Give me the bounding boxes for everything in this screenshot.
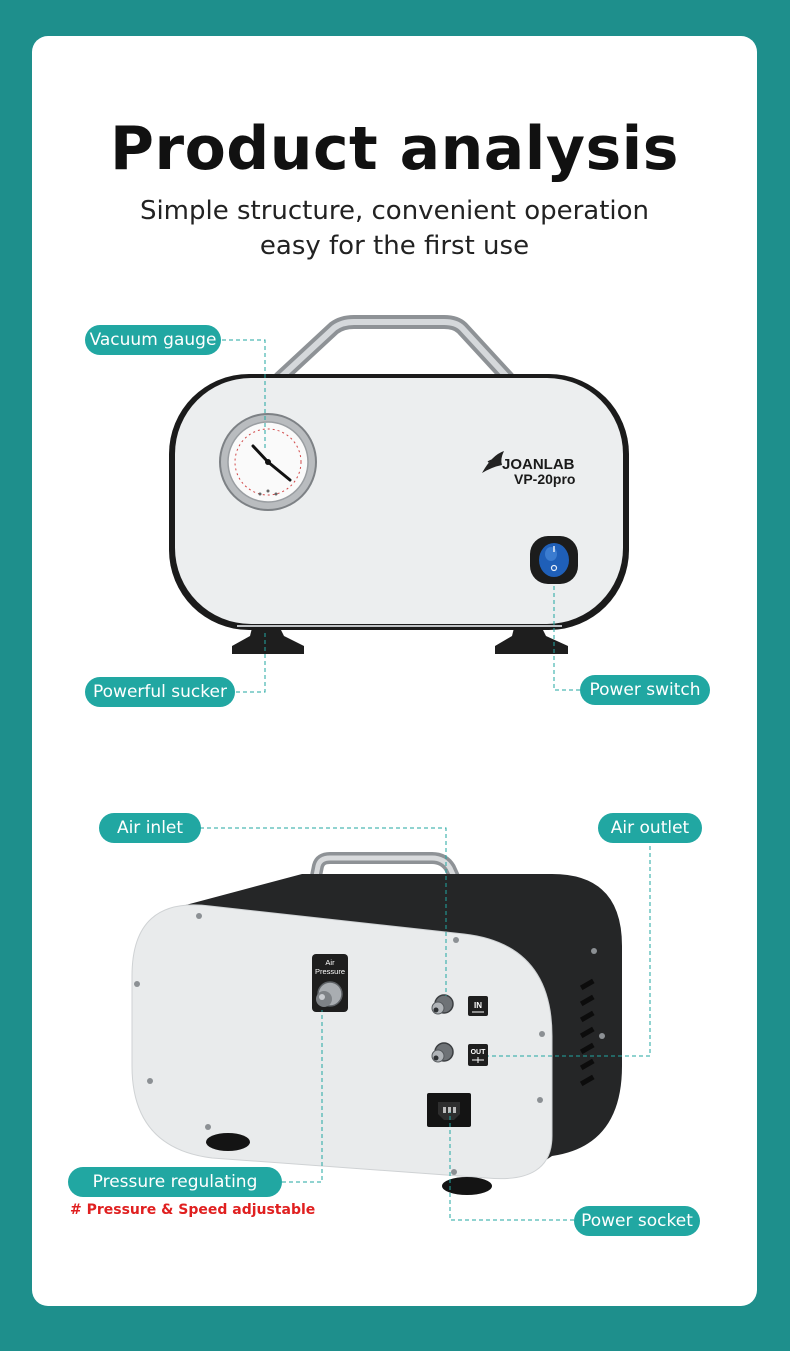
front-pump-image: JOANLAB VP-20pro xyxy=(169,315,629,654)
subtitle-line-2: easy for the first use xyxy=(259,231,530,261)
power-switch-button[interactable] xyxy=(530,536,578,584)
label-pressure-regulating-valve: Pressure regulating valve xyxy=(68,1167,282,1222)
air-pressure-label-line1: Air xyxy=(325,958,335,967)
label-power-socket: Power socket xyxy=(574,1206,700,1236)
out-port-label: OUT xyxy=(471,1049,487,1056)
label-powerful-sucker: Powerful sucker xyxy=(85,677,235,707)
label-air-outlet: Air outlet xyxy=(598,813,702,843)
power-socket-plug[interactable] xyxy=(427,1093,471,1127)
front-leader-lines xyxy=(222,339,580,693)
product-illustration: JOANLAB VP-20pro xyxy=(131,315,651,1221)
back-foot-right xyxy=(442,1177,492,1195)
front-foot-right xyxy=(495,628,568,654)
brand-name: JOANLAB xyxy=(502,456,575,473)
label-power-switch: Power switch xyxy=(580,675,710,705)
in-port-label: IN xyxy=(474,1001,482,1010)
label-vacuum-gauge: Vacuum gauge xyxy=(85,325,221,355)
back-panel xyxy=(131,904,553,1180)
back-leader-lines xyxy=(200,827,651,1221)
page-title: Product analysis xyxy=(110,114,679,184)
back-foot-left xyxy=(206,1133,250,1151)
front-foot-left xyxy=(232,628,304,654)
vacuum-gauge-dial xyxy=(219,413,317,511)
air-inlet-fitting[interactable] xyxy=(431,994,454,1015)
label-air-inlet: Air inlet xyxy=(99,813,201,843)
air-outlet-fitting[interactable] xyxy=(431,1042,454,1063)
adjustable-note: # Pressure & Speed adjustable xyxy=(70,1202,316,1218)
air-pressure-label-line2: Pressure xyxy=(315,967,345,976)
brand-logo xyxy=(482,451,504,473)
model-name: VP-20pro xyxy=(514,471,575,487)
vent-slots xyxy=(579,978,595,1087)
back-pump-image: Air Pressure IN OUT xyxy=(131,852,622,1195)
fish-logo-icon xyxy=(482,451,504,473)
pressure-valve-knob[interactable] xyxy=(316,981,343,1007)
product-card: Product analysis Simple structure, conve… xyxy=(32,36,757,1306)
subtitle-line-1: Simple structure, convenient operation xyxy=(139,196,650,226)
